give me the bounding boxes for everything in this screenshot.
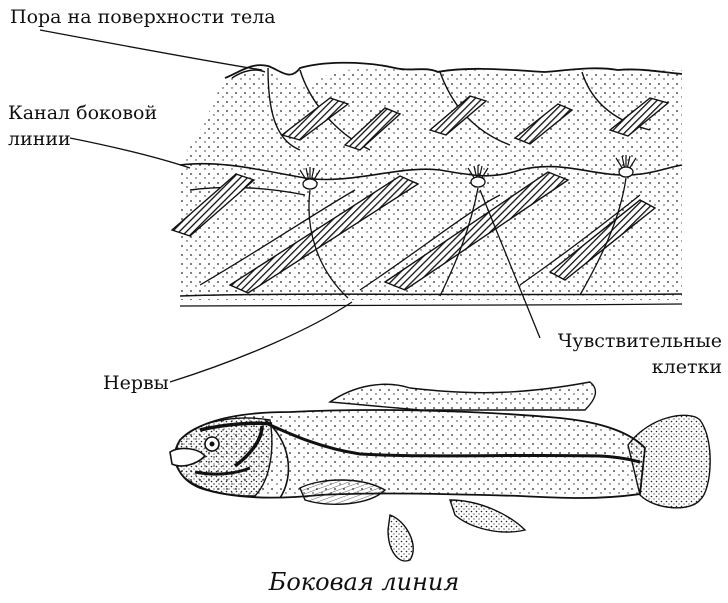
leader-pore: [40, 30, 262, 70]
skin-section: [172, 63, 682, 306]
label-pore: Пора на поверхности тела: [10, 6, 276, 28]
figure-caption: Боковая линия: [0, 568, 728, 596]
label-canal-line2: линии: [8, 128, 71, 150]
anal-fin: [450, 500, 525, 532]
label-nerves: Нервы: [103, 372, 169, 394]
fish-figure: [170, 382, 710, 561]
pelvic-fin: [388, 515, 413, 561]
label-sensory-line1: Чувствительные: [558, 330, 722, 352]
leader-canal: [70, 138, 190, 168]
label-canal-line1: Канал боковой: [8, 102, 157, 124]
dorsal-fin: [330, 382, 595, 410]
section-bottom: [180, 304, 682, 306]
label-sensory-line2: клетки: [652, 356, 722, 378]
leader-nerves: [170, 302, 352, 382]
